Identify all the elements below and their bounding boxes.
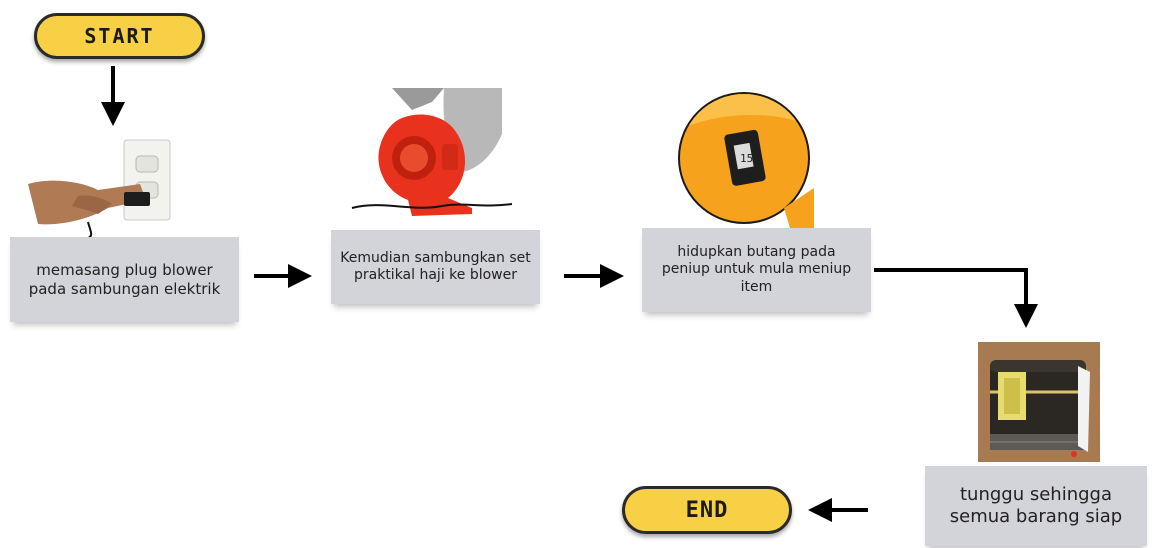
arrow-step3-step4 (874, 268, 1038, 328)
start-terminal: START (34, 13, 205, 59)
step-4-box: tunggu sehingga semua barang siap (925, 466, 1147, 546)
step-1-text: memasang plug blower pada sambungan elek… (28, 260, 221, 298)
step-2-box: Kemudian sambungkan set praktikal haji k… (331, 230, 540, 304)
end-terminal: END (622, 486, 792, 534)
step-2-text: Kemudian sambungkan set praktikal haji k… (340, 249, 531, 284)
step-3-box: hidupkan butang pada peniup untuk mula m… (642, 228, 871, 312)
blower-illustration (351, 88, 513, 216)
switch-mark: 15 (740, 152, 753, 165)
plug-illustration (28, 139, 171, 239)
end-label: END (685, 497, 729, 523)
step-1-box: memasang plug blower pada sambungan elek… (10, 237, 239, 322)
kaaba-illustration (990, 360, 1090, 457)
step-4-text: tunggu sehingga semua barang siap (949, 483, 1123, 528)
kaaba-photo (978, 342, 1100, 462)
start-label: START (84, 24, 155, 48)
switch-illustration: 15 (678, 92, 814, 228)
step-3-text: hidupkan butang pada peniup untuk mula m… (661, 243, 852, 295)
